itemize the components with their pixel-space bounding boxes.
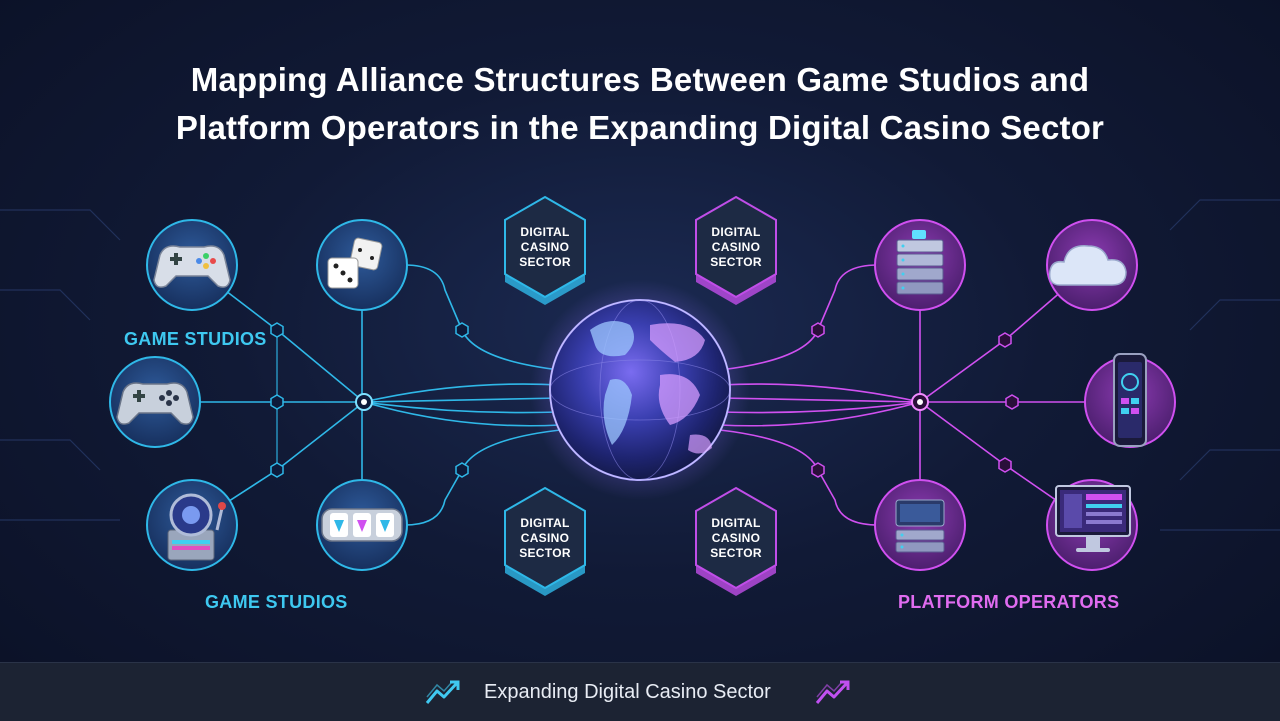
studio-node-slot-reels	[316, 479, 408, 571]
operator-node-cloud	[1046, 219, 1138, 311]
studio-node-slot-machine	[146, 479, 238, 571]
operator-node-monitor	[1046, 479, 1138, 571]
trend-up-icon	[425, 680, 460, 704]
operator-node-server-top	[874, 219, 966, 311]
slot-machine-icon	[167, 493, 226, 561]
footer-text: Expanding Digital Casino Sector	[484, 681, 771, 703]
studio-node-dice	[316, 219, 408, 311]
hex-badge-1	[504, 195, 586, 305]
server-icon	[896, 230, 944, 295]
server-icon	[895, 499, 945, 553]
game-studios-label-top: GAME STUDIOS	[124, 329, 267, 349]
smartphone-icon	[1113, 353, 1147, 447]
hex-badge-3-text: DIGITAL CASINO SECTOR	[519, 516, 571, 560]
hex-badge-4	[695, 486, 777, 596]
hex-badge-4-text: DIGITAL CASINO SECTOR	[710, 516, 762, 560]
gamepad-icon	[153, 245, 231, 288]
footer-bar: Expanding Digital Casino Sector	[0, 662, 1280, 721]
circuit-traces	[0, 199, 1280, 531]
studio-node-gamepad-top	[146, 219, 238, 311]
hex-badge-3	[504, 486, 586, 596]
slot-reels-icon	[321, 508, 403, 542]
trend-up-icon	[815, 680, 850, 704]
dice-icon	[327, 237, 383, 289]
title-line-1: Mapping Alliance Structures Between Game…	[190, 61, 1090, 98]
platform-operators-label: PLATFORM OPERATORS	[898, 592, 1120, 612]
globe-icon	[530, 280, 750, 500]
gamepad-icon	[116, 382, 194, 425]
hex-badge-1-text: DIGITAL CASINO SECTOR	[519, 225, 571, 269]
operator-node-smartphone	[1084, 353, 1176, 448]
game-studios-label-bottom: GAME STUDIOS	[205, 592, 348, 612]
page-title: Mapping Alliance Structures Between Game…	[0, 56, 1280, 152]
hex-badge-2-text: DIGITAL CASINO SECTOR	[710, 225, 762, 269]
hex-badge-2	[695, 195, 777, 305]
alliance-network-diagram	[0, 195, 1280, 596]
cloud-icon	[1048, 245, 1127, 286]
monitor-icon	[1055, 485, 1131, 552]
studio-node-gamepad-middle	[109, 356, 201, 448]
operator-node-server-bottom	[874, 479, 966, 571]
title-line-2: Platform Operators in the Expanding Digi…	[175, 109, 1105, 146]
junction-nodes	[270, 322, 1019, 478]
